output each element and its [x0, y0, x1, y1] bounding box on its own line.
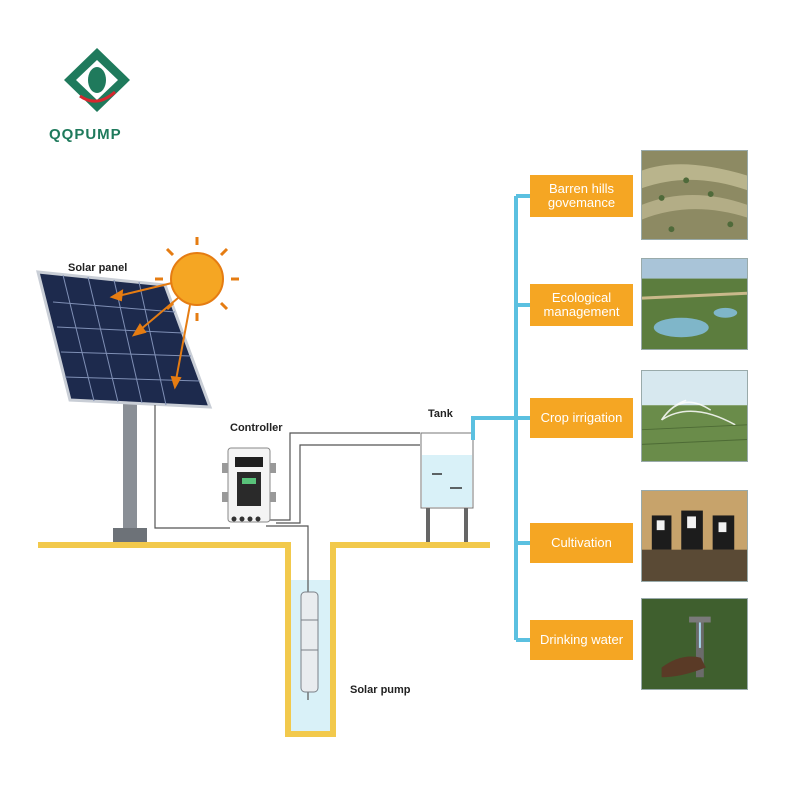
ecological-photo	[641, 258, 748, 350]
brand-logo: QQPUMP	[49, 48, 130, 143]
tank-label: Tank	[428, 408, 454, 420]
ground	[38, 542, 490, 737]
tank: Tank	[421, 408, 473, 542]
irrigation-photo	[641, 370, 748, 462]
app-box-cultivation: Cultivation	[530, 523, 633, 563]
app-label-irrigation: Crop irrigation	[541, 411, 623, 425]
barren-hills-photo	[641, 150, 748, 240]
app-box-drinking-water: Drinking water	[530, 620, 633, 660]
solar-panel-label: Solar panel	[68, 262, 127, 274]
app-box-barren-hills: Barren hills govemance	[530, 175, 633, 217]
app-box-ecological: Ecological management	[530, 284, 633, 326]
solar-pump-label: Solar pump	[350, 684, 411, 696]
solar-pump: Solar pump	[301, 592, 411, 696]
app-label-drinking-water: Drinking water	[540, 633, 623, 647]
app-label-cultivation: Cultivation	[551, 536, 612, 550]
controller-label: Controller	[230, 422, 283, 434]
brand-logo-text: QQPUMP	[49, 126, 122, 143]
solar-panel: Solar panel	[38, 262, 210, 542]
cattle-photo	[641, 490, 748, 582]
app-box-irrigation: Crop irrigation	[530, 398, 633, 438]
app-label-ecological: Ecological management	[534, 291, 629, 319]
app-label-barren-hills: Barren hills govemance	[534, 182, 629, 210]
drinking-water-photo	[641, 598, 748, 690]
controller: Controller	[222, 422, 283, 522]
distribution-pipes	[473, 196, 530, 640]
